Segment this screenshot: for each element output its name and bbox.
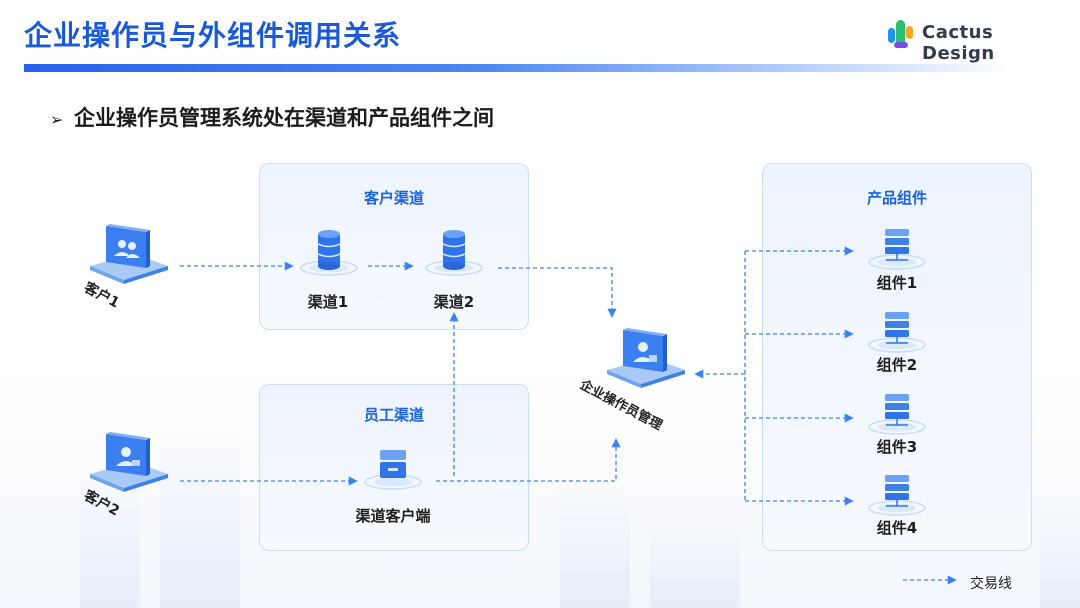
component4-label: 组件4: [876, 519, 918, 537]
bullet-arrow-icon: ➢: [50, 110, 64, 129]
line-channelclient-management: [436, 438, 621, 482]
channel1-label: 渠道1: [307, 293, 349, 311]
monitor-users-icon: [90, 224, 168, 284]
product-components-title: 产品组件: [866, 189, 927, 207]
line-channel2-management: [498, 267, 617, 318]
background-decoration: [160, 430, 240, 608]
component3-label: 组件3: [876, 438, 918, 456]
component1-label: 组件1: [876, 274, 918, 292]
cactus-logo-icon: [888, 20, 913, 48]
component2-label: 组件2: [876, 356, 918, 374]
channel2-label: 渠道2: [433, 293, 475, 311]
employee-channel-title: 员工渠道: [363, 406, 424, 424]
customer-channel-title: 客户渠道: [363, 189, 424, 207]
page-title: 企业操作员与外组件调用关系: [24, 19, 402, 52]
brand-logo: Cactus Design: [886, 18, 1056, 64]
database-icon: [425, 230, 483, 276]
channel-client-label: 渠道客户端: [355, 507, 431, 525]
monitor-user-icon: [607, 328, 685, 388]
customer-channel-panel: 客户渠道: [259, 163, 529, 330]
section-subtitle: ➢ 企业操作员管理系统处在渠道和产品组件之间: [50, 102, 494, 132]
background-decoration: [650, 520, 740, 608]
legend-label: 交易线: [970, 576, 1012, 592]
title-underline: [24, 64, 1014, 72]
subtitle-text: 企业操作员管理系统处在渠道和产品组件之间: [74, 106, 494, 130]
logo-text: Cactus Design: [922, 22, 995, 64]
monitor-users-icon: [90, 432, 168, 492]
background-decoration: [560, 490, 630, 608]
server-rack-icon: [868, 312, 926, 353]
server-rack-icon: [868, 229, 926, 270]
server-box-icon: [364, 450, 422, 490]
background-decoration: [1040, 500, 1080, 608]
server-rack-icon: [868, 394, 926, 435]
background-decoration: [80, 470, 140, 608]
server-rack-icon: [868, 475, 926, 516]
database-icon: [300, 230, 358, 276]
